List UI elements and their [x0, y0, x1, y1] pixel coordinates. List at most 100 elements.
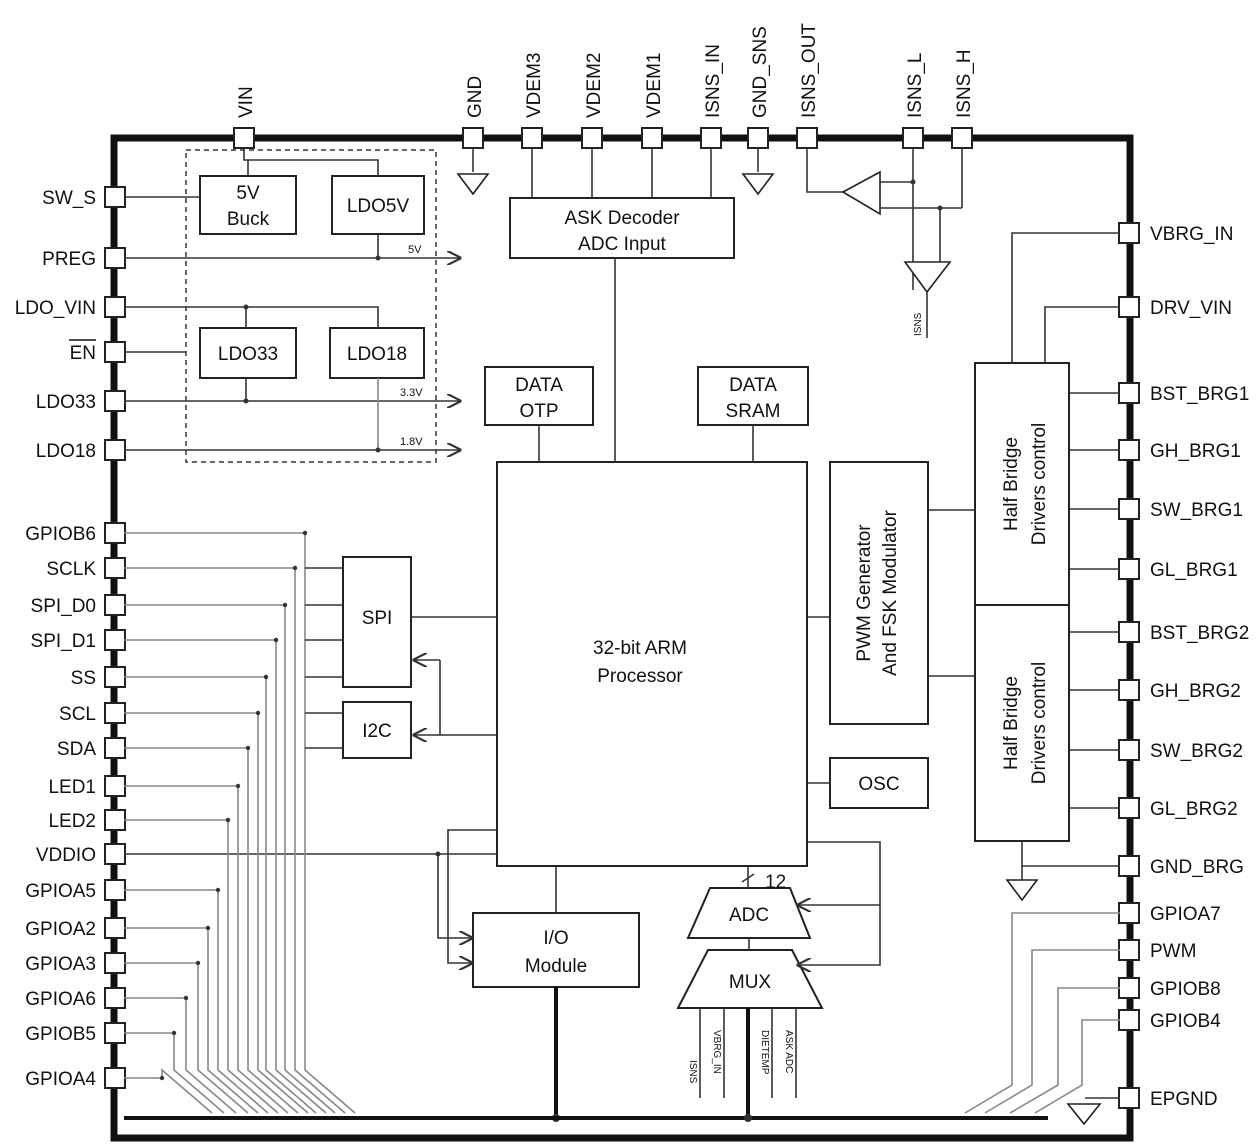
pin-label: ISNS_IN — [703, 44, 724, 118]
pin-label: GH_BRG1 — [1150, 441, 1241, 462]
block-label: Drivers control — [1029, 662, 1050, 784]
pin-label: ISNS_L — [905, 53, 926, 118]
block-label: Drivers control — [1029, 423, 1050, 545]
osc-block: OSC — [829, 757, 929, 809]
data-sram-block: DATA SRAM — [697, 366, 809, 426]
mux-input-label: ASK ADC — [783, 1030, 794, 1073]
spi-block: SPI — [342, 556, 412, 688]
pin-gl-brg1: GL_BRG1 — [1118, 558, 1238, 581]
pin-label: GPIOB5 — [25, 1024, 96, 1045]
pin-sw-brg1: SW_BRG1 — [1118, 498, 1243, 521]
adc-bits-label: 12 — [765, 872, 786, 893]
adc-block: ADC — [686, 887, 812, 939]
pin-isns-h: ISNS_H — [951, 49, 975, 149]
pin-label: VDEM3 — [524, 53, 545, 118]
ldo5v-block: LDO5V — [331, 175, 425, 235]
pin-scl: SCL — [59, 702, 126, 725]
block-label: PWM Generator — [854, 524, 875, 662]
pin-label: ISNS_H — [954, 49, 975, 118]
pin-label: GPIOB4 — [1150, 1011, 1221, 1032]
pin-label: LDO_VIN — [15, 298, 96, 319]
pin-label: PWM — [1150, 941, 1196, 962]
pin-gpioa5: GPIOA5 — [25, 879, 126, 902]
data-otp-block: DATA OTP — [484, 366, 594, 426]
pin-sclk: SCLK — [46, 557, 126, 580]
pin-gpioa7: GPIOA7 — [1118, 902, 1221, 925]
block-label: Module — [525, 956, 587, 977]
pin-pwm: PWM — [1118, 939, 1196, 962]
pin-isns-out: ISNS_OUT — [796, 23, 820, 149]
pin-label: VDEM2 — [584, 53, 605, 118]
pin-label: PREG — [42, 249, 96, 270]
pin-label: GH_BRG2 — [1150, 681, 1241, 702]
pin-label: SPI_D1 — [31, 631, 96, 652]
pwm-generator-block: PWM Generator And FSK Modulator — [829, 461, 929, 725]
pin-gpiob8: GPIOB8 — [1118, 977, 1221, 1000]
pin-ldo18: LDO18 — [36, 439, 126, 462]
pin-label: ISNS_OUT — [799, 23, 820, 118]
pin-gh-brg2: GH_BRG2 — [1118, 679, 1241, 702]
pin-label: VDEM1 — [644, 53, 665, 118]
pin-label: SW_BRG1 — [1150, 500, 1243, 521]
power-management-region — [185, 149, 437, 463]
block-label: LDO18 — [347, 344, 407, 365]
pin-vdem2: VDEM2 — [581, 53, 605, 149]
pin-ss: SS — [71, 666, 126, 689]
block-label: 5V — [236, 183, 260, 204]
pin-vbrg-in: VBRG_IN — [1118, 222, 1233, 245]
pin-gnd-sns: GND_SNS — [747, 26, 771, 149]
io-module-block: I/O Module — [472, 912, 640, 988]
block-label: Processor — [597, 666, 683, 687]
block-label: LDO33 — [218, 344, 278, 365]
pin-gpioa2: GPIOA2 — [25, 917, 126, 940]
buck-5v-block: 5V Buck — [199, 175, 297, 235]
pin-label: VDDIO — [36, 845, 96, 866]
pin-label: GPIOA5 — [25, 881, 96, 902]
pin-label: GND — [465, 76, 486, 118]
voltage-5v-label: 5V — [408, 244, 422, 256]
pin-sw-s: SW_S — [42, 186, 126, 209]
pin-bst-brg1: BST_BRG1 — [1118, 382, 1249, 405]
pin-bst-brg2: BST_BRG2 — [1118, 621, 1249, 644]
block-label: DATA — [515, 375, 563, 396]
pin-spi-d1: SPI_D1 — [31, 629, 126, 652]
pin-label: SW_BRG2 — [1150, 741, 1243, 762]
pin-label: LED1 — [48, 777, 96, 798]
pin-epgnd: EPGND — [1118, 1087, 1218, 1110]
mux-block: MUX — [676, 949, 824, 1009]
pin-gpioa3: GPIOA3 — [25, 952, 126, 975]
block-label: Half Bridge — [1001, 437, 1022, 531]
pin-preg: PREG — [42, 247, 126, 270]
pin-gnd: GND — [462, 76, 486, 149]
pin-label: SPI_D0 — [31, 596, 96, 617]
pin-label: LED2 — [48, 811, 96, 832]
right-pins: VBRG_IN DRV_VIN BST_BRG1GH_BRG1SW_BRG1GL_B… — [1118, 222, 1249, 1110]
pin-drv-vin: DRV_VIN — [1118, 296, 1232, 319]
voltage-1v8-label: 1.8V — [400, 436, 423, 448]
pin-ldo-vin: LDO_VIN — [15, 296, 126, 319]
pin-label: GL_BRG2 — [1150, 799, 1238, 820]
pin-label: LDO18 — [36, 441, 96, 462]
pin-gpiob6: GPIOB6 — [25, 522, 126, 545]
arm-processor-block: 32-bit ARM Processor — [496, 461, 808, 867]
block-label: And FSK Modulator — [880, 509, 901, 675]
pin-label: GPIOA2 — [25, 919, 96, 940]
pin-label: BST_BRG2 — [1150, 623, 1249, 644]
mux-input-label: VBRG_IN — [711, 1030, 722, 1074]
block-label: ASK Decoder — [564, 208, 680, 229]
block-label: I/O — [543, 928, 568, 949]
block-label: SRAM — [726, 401, 781, 422]
pin-label: VIN — [236, 86, 257, 118]
block-label: OSC — [858, 774, 899, 795]
pin-gh-brg1: GH_BRG1 — [1118, 439, 1241, 462]
wiring: ISNS — [124, 148, 1120, 1126]
pin-vin: VIN — [233, 86, 257, 149]
half-bridge-1-block: Half Bridge Drivers control — [974, 362, 1070, 606]
pin-gpioa4: GPIOA4 — [25, 1067, 126, 1090]
pin-led2: LED2 — [48, 809, 126, 832]
pin-label: BST_BRG1 — [1150, 384, 1249, 405]
pin-vddio: VDDIO — [36, 843, 126, 866]
pin-label: EPGND — [1150, 1089, 1218, 1110]
pin-gnd-brg: GND_BRG — [1118, 855, 1244, 878]
top-pins: VIN GND VDEM3 VDEM2 VDEM1 ISNS_IN GND_SN… — [233, 23, 975, 149]
